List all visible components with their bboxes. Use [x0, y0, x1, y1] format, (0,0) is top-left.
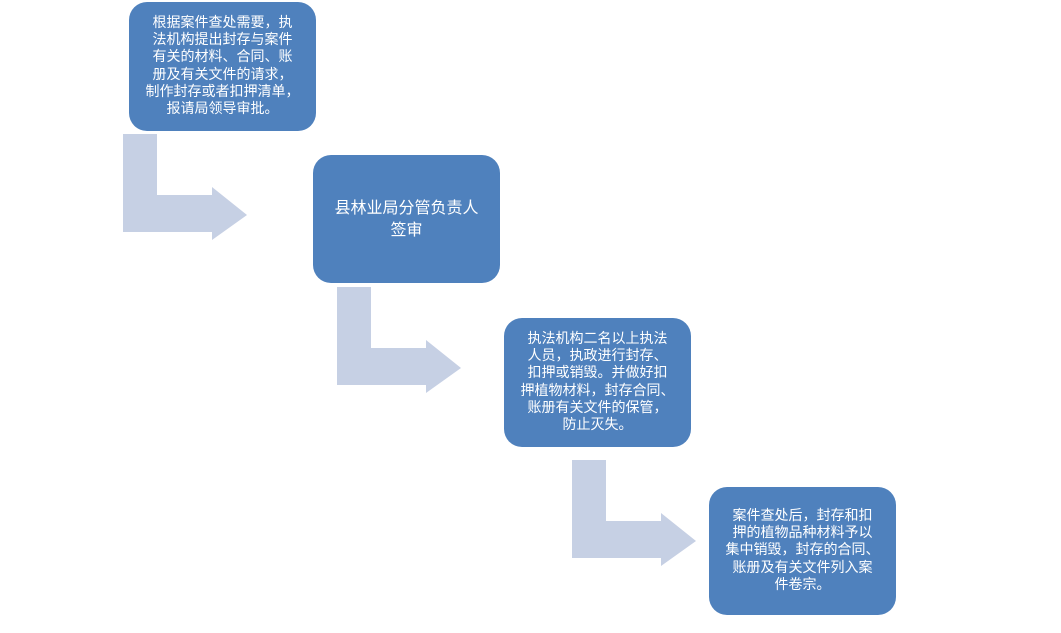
connector-arrow-2 — [337, 287, 461, 393]
step-box-execution: 执法机构二名以上执法 人员，执政进行封存、 扣押或销毁。并做好扣 押植物材料，封… — [504, 318, 691, 447]
connector-arrow-1 — [123, 134, 247, 240]
step-box-approval: 县林业局分管负责人 签审 — [313, 155, 500, 283]
step-box-disposal: 案件查处后，封存和扣 押的植物品种材料予以 集中销毁，封存的合同、 账册及有关文… — [709, 487, 896, 615]
connector-arrow-3 — [572, 460, 696, 566]
step-box-request: 根据案件查处需要，执 法机构提出封存与案件 有关的材料、合同、账 册及有关文件的… — [129, 2, 316, 131]
